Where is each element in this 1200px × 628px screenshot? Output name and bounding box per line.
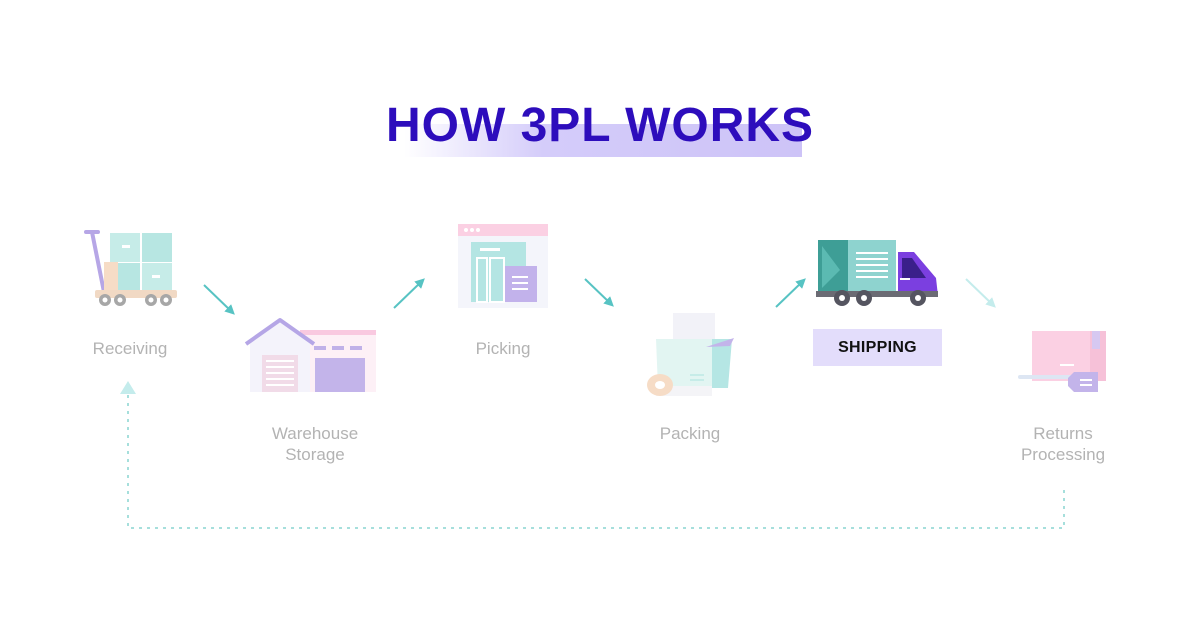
step-label-packing: Packing: [659, 424, 721, 443]
arrow-receiving-to-storage: [203, 284, 235, 315]
warehouse-icon: [244, 318, 376, 392]
step-label-picking: Picking: [475, 339, 531, 358]
title-highlight: [404, 124, 802, 157]
return-package-icon: [1018, 331, 1106, 392]
return-loop-arrowhead: [120, 381, 136, 394]
packing-box-icon: [647, 313, 734, 396]
step-badge-shipping: SHIPPING: [813, 329, 942, 366]
arrow-picking-to-packing: [584, 278, 614, 307]
arrow-shipping-to-returns: [965, 278, 996, 308]
delivery-truck-icon: [816, 240, 938, 306]
page-title: HOW 3PL WORKS: [385, 99, 815, 152]
shelf-picking-icon: [458, 224, 548, 308]
return-loop-line: [127, 392, 1065, 529]
hand-truck-icon: [84, 230, 177, 306]
arrow-packing-to-shipping: [775, 278, 806, 308]
step-label-returns-processing: Returns Processing: [1020, 424, 1106, 464]
arrow-storage-to-picking: [393, 278, 425, 309]
step-label-receiving: Receiving: [92, 339, 168, 358]
step-label-warehouse-storage: Warehouse Storage: [271, 424, 359, 464]
